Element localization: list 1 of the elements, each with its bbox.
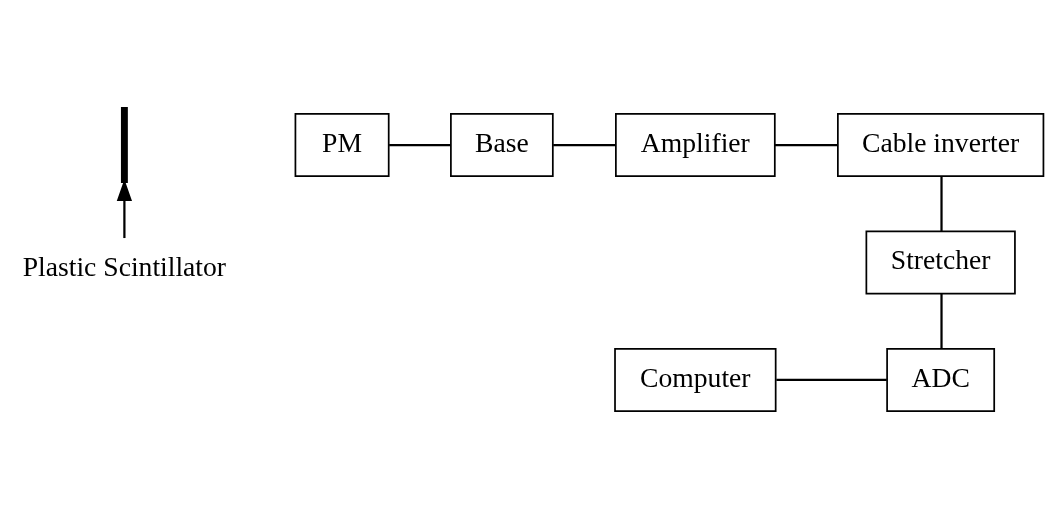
node-text: Plastic Scintillator bbox=[22, 250, 227, 282]
